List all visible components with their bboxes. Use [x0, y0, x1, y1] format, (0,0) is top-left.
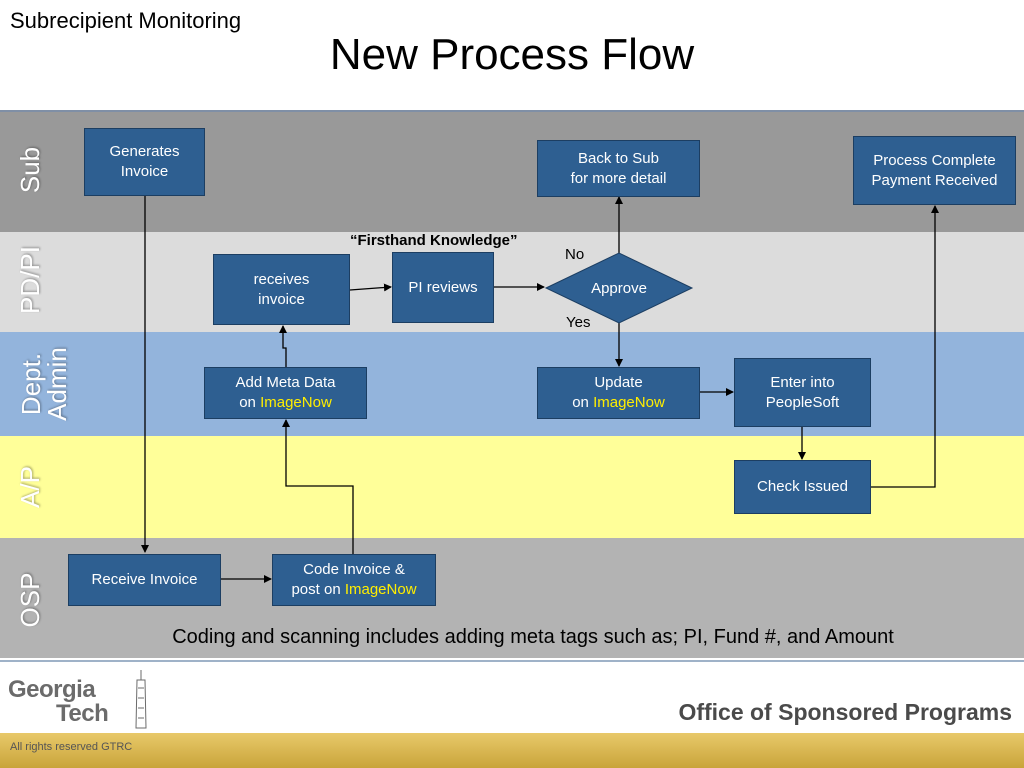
add-meta-data-prefix: on [239, 394, 261, 411]
slide-title: New Process Flow [329, 30, 695, 79]
update-prefix: on [572, 394, 594, 411]
receive-invoice-box: Receive Invoice [68, 554, 221, 606]
code-invoice-line2: post on ImageNow [291, 580, 416, 600]
coding-scanning-caption: Coding and scanning includes adding meta… [172, 626, 894, 648]
enter-peoplesoft-line1: Enter into [770, 373, 835, 391]
code-invoice-box: Code Invoice & post on ImageNow [272, 554, 436, 606]
receives-invoice-box: receives invoice [213, 254, 350, 325]
add-meta-data-imagenow: ImageNow [260, 394, 332, 411]
process-complete-box: Process Complete Payment Received [853, 136, 1016, 205]
add-meta-data-line2: on ImageNow [239, 393, 332, 413]
back-to-sub-line2: for more detail [570, 169, 667, 187]
logo-tech-text: Tech [56, 700, 109, 727]
tech-tower-icon [135, 670, 147, 729]
code-invoice-imagenow: ImageNow [344, 581, 417, 598]
georgia-tech-logo: Georgia Tech [6, 668, 156, 732]
receives-invoice-line2: invoice [258, 290, 305, 308]
footer-gold-bar [0, 733, 1024, 768]
rights-notice: All rights reserved GTRC [10, 741, 133, 753]
arrow-check-to-complete [870, 205, 939, 488]
update-line1: Update [594, 374, 643, 391]
arrow-meta-to-receives [279, 325, 287, 368]
process-complete-line1: Process Complete [873, 151, 996, 169]
slide-subtitle: Subrecipient Monitoring [10, 8, 242, 33]
pi-reviews-box: PI reviews [392, 252, 494, 323]
enter-peoplesoft-line2: PeopleSoft [765, 393, 840, 411]
approve-decision-label: Approve [591, 279, 647, 297]
back-to-sub-line1: Back to Sub [578, 149, 659, 167]
code-invoice-prefix: post on [291, 581, 345, 598]
code-invoice-line1: Code Invoice & [303, 561, 405, 578]
add-meta-data-line1: Add Meta Data [235, 374, 336, 391]
footer-bar [0, 660, 1024, 734]
receives-invoice-line1: receives [253, 270, 310, 288]
arrow-receives-to-pireviews [349, 283, 392, 292]
update-box: Update on ImageNow [537, 367, 700, 419]
lane-pd-pi [0, 232, 1024, 332]
approve-diamond [544, 252, 694, 324]
firsthand-knowledge-note: “Firsthand Knowledge” [350, 232, 518, 249]
update-imagenow: ImageNow [593, 394, 665, 411]
generates-invoice-line2: Invoice [120, 163, 169, 180]
generates-invoice-box: Generates Invoice [84, 128, 205, 196]
logo-georgia-text: Georgia [8, 676, 96, 703]
decision-no-label: No [565, 246, 585, 263]
generates-invoice-line1: Generates [109, 143, 180, 160]
enter-peoplesoft-box: Enter into PeopleSoft [734, 358, 871, 427]
update-line2: on ImageNow [572, 393, 665, 413]
check-issued-box: Check Issued [734, 460, 871, 514]
add-meta-data-box: Add Meta Data on ImageNow [204, 367, 367, 419]
decision-yes-label: Yes [566, 314, 591, 331]
office-of-sponsored-programs: Office of Sponsored Programs [678, 699, 1012, 725]
arrow-code-to-meta [282, 419, 354, 554]
back-to-sub-box: Back to Sub for more detail [537, 140, 700, 197]
process-complete-line2: Payment Received [871, 171, 998, 189]
